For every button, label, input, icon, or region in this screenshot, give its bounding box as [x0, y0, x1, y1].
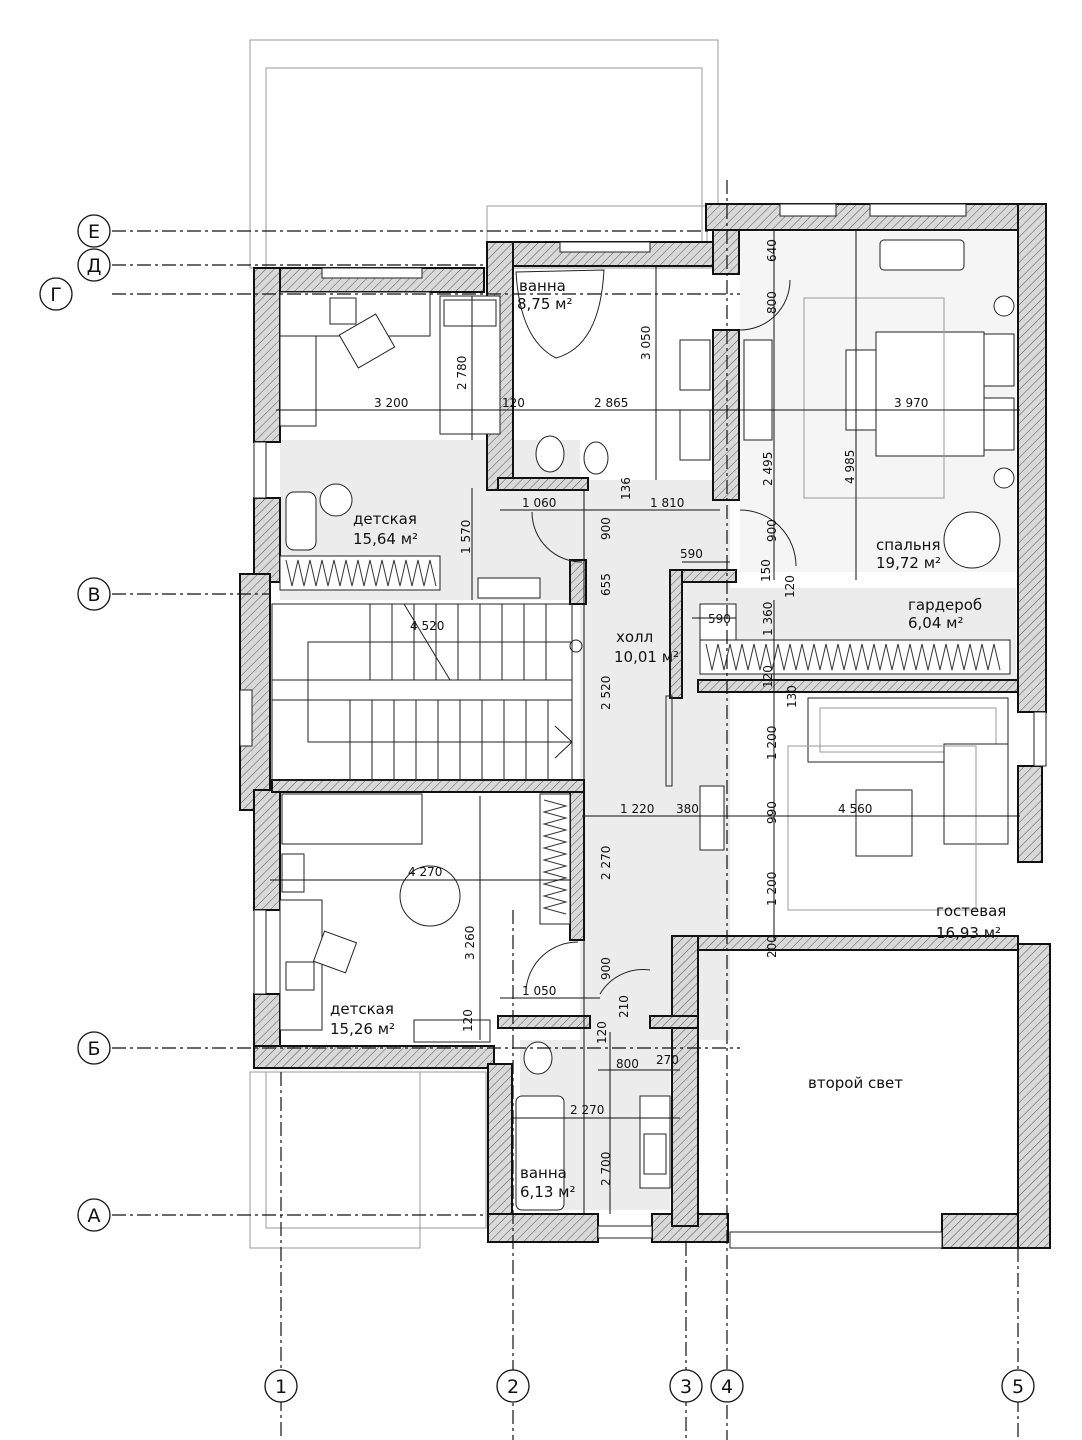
terrace-top — [249, 39, 719, 269]
dim-label: 900 — [599, 957, 613, 980]
axis-markers: Е Д Г В Б А 1 2 3 4 5 — [39, 214, 1035, 1403]
axis-marker-v: В — [77, 577, 111, 611]
dim-label: 590 — [708, 612, 731, 626]
staircase — [271, 603, 583, 781]
axis-label-v: В — [87, 584, 100, 606]
dim-label: 1 810 — [650, 496, 684, 510]
dim-label: 900 — [765, 519, 779, 542]
furniture — [279, 239, 1015, 1211]
dim-label: 3 260 — [463, 926, 477, 960]
dim-label: 120 — [783, 575, 797, 598]
axis-label-2: 2 — [507, 1376, 519, 1398]
windows — [239, 203, 1047, 1249]
dim-label: 1 060 — [522, 496, 556, 510]
axis-label-1: 1 — [275, 1376, 287, 1398]
dim-label: 2 270 — [599, 846, 613, 880]
dim-label: 1 360 — [761, 602, 775, 636]
room-area-bath-top: 8,75 м² — [517, 295, 573, 313]
dim-label: 2 700 — [599, 1152, 613, 1186]
axis-marker-d: Д — [77, 248, 111, 282]
dim-label: 1 050 — [522, 984, 556, 998]
room-name-kids1: детская — [353, 510, 417, 528]
axis-marker-4: 4 — [710, 1369, 744, 1403]
axis-marker-1: 1 — [264, 1369, 298, 1403]
room-area-guest: 16,93 м² — [936, 924, 1001, 942]
room-name-bath-bottom: ванна — [520, 1164, 567, 1182]
dim-label: 2 495 — [761, 452, 775, 486]
room-name-guest: гостевая — [936, 902, 1006, 920]
dimension-lines — [270, 230, 1020, 1214]
dim-label: 990 — [765, 801, 779, 824]
room-name-wardrobe: гардероб — [908, 596, 982, 614]
room-area-bedroom: 19,72 м² — [876, 554, 941, 572]
axis-marker-a: А — [77, 1198, 111, 1232]
dim-label: 900 — [599, 517, 613, 540]
axis-label-3: 3 — [680, 1376, 692, 1398]
terrace-bottom — [249, 1071, 487, 1249]
dim-label: 800 — [765, 291, 779, 314]
room-labels: ванна 8,75 м² детская 15,64 м² спальня 1… — [330, 277, 1006, 1201]
axis-label-a: А — [88, 1205, 101, 1227]
axis-marker-g: Г — [39, 277, 73, 311]
dim-label: 136 — [619, 477, 633, 500]
axis-marker-3: 3 — [669, 1369, 703, 1403]
dim-label: 2 865 — [594, 396, 628, 410]
dim-label: 210 — [617, 995, 631, 1018]
axis-label-e: Е — [88, 221, 100, 243]
dim-label: 1 570 — [459, 520, 473, 554]
axis-label-5: 5 — [1012, 1376, 1024, 1398]
dimension-labels: 3 200 120 2 865 3 970 2 780 3 050 640 80… — [374, 239, 928, 1186]
axis-label-d: Д — [87, 255, 102, 277]
dim-label: 120 — [502, 396, 525, 410]
dim-label: 2 270 — [570, 1103, 604, 1117]
axis-marker-e: Е — [77, 214, 111, 248]
dim-label: 120 — [595, 1021, 609, 1044]
dim-label: 800 — [616, 1057, 639, 1071]
dim-label: 4 560 — [838, 802, 872, 816]
dim-label: 3 970 — [894, 396, 928, 410]
room-name-bath-top: ванна — [519, 277, 566, 295]
axis-marker-5: 5 — [1001, 1369, 1035, 1403]
axis-marker-b: Б — [77, 1031, 111, 1065]
room-name-bedroom: спальня — [876, 536, 941, 554]
dim-label: 1 220 — [620, 802, 654, 816]
dim-label: 130 — [785, 685, 799, 708]
dim-label: 655 — [599, 573, 613, 596]
dim-label: 640 — [765, 239, 779, 262]
dim-label: 3 200 — [374, 396, 408, 410]
room-area-bath-bottom: 6,13 м² — [520, 1183, 576, 1201]
dim-label: 3 050 — [639, 326, 653, 360]
dim-label: 200 — [765, 935, 779, 958]
axis-label-g: Г — [50, 284, 62, 306]
dim-label: 590 — [680, 547, 703, 561]
room-area-kids1: 15,64 м² — [353, 530, 418, 548]
dim-label: 2 520 — [599, 676, 613, 710]
room-area-kids2: 15,26 м² — [330, 1020, 395, 1038]
dim-label: 4 985 — [843, 450, 857, 484]
room-name-kids2: детская — [330, 1000, 394, 1018]
dim-label: 270 — [656, 1053, 679, 1067]
axis-marker-2: 2 — [496, 1369, 530, 1403]
dim-label: 4 270 — [408, 865, 442, 879]
axis-label-b: Б — [87, 1038, 100, 1060]
dim-label: 1 200 — [765, 872, 779, 906]
dim-label: 4 520 — [410, 619, 444, 633]
axis-label-4: 4 — [721, 1376, 733, 1398]
dim-label: 120 — [461, 1009, 475, 1032]
dim-label: 120 — [761, 665, 775, 688]
room-name-second-light: второй свет — [808, 1074, 903, 1092]
dim-label: 150 — [759, 559, 773, 582]
room-name-hall: холл — [616, 628, 653, 646]
dim-label: 1 200 — [765, 726, 779, 760]
room-area-wardrobe: 6,04 м² — [908, 614, 964, 632]
dim-label: 2 780 — [455, 356, 469, 390]
room-area-hall: 10,01 м² — [614, 648, 679, 666]
dim-label: 380 — [676, 802, 699, 816]
axis-lines — [112, 180, 1019, 1440]
